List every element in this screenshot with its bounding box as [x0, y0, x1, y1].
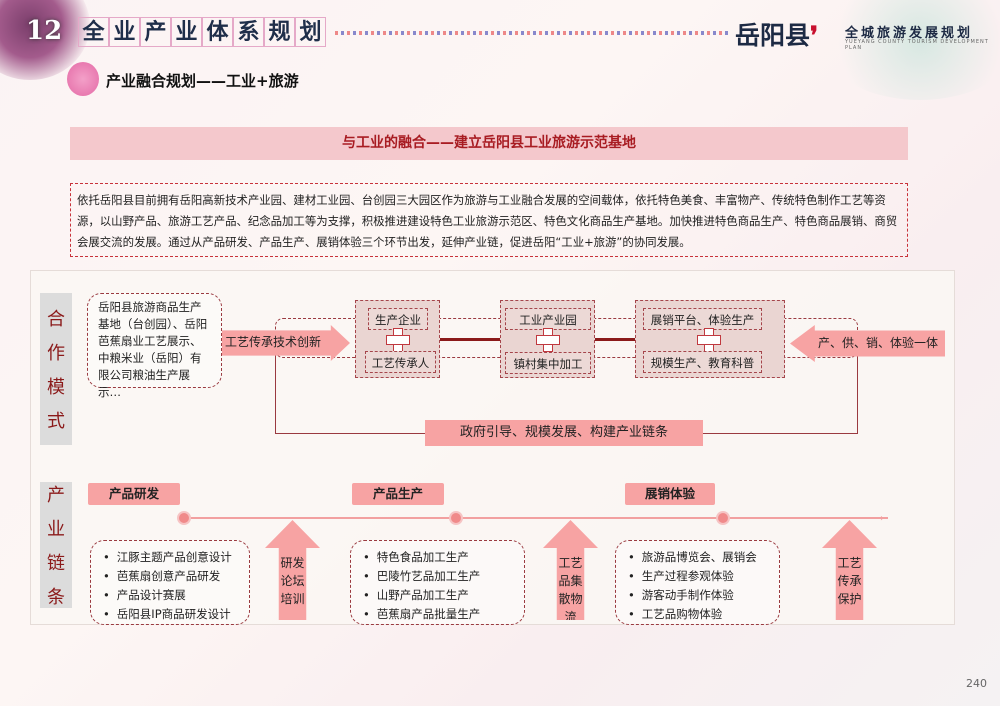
- stage-tag: 产品研发: [88, 483, 180, 505]
- timeline-dot: [449, 511, 463, 525]
- list-item: 特色食品加工生产: [363, 548, 512, 567]
- label-char: 链: [47, 553, 65, 574]
- block-top: 生产企业: [368, 308, 428, 330]
- label-char: 作: [47, 343, 65, 364]
- list-item: 旅游品博览会、展销会: [628, 548, 767, 567]
- logo-text: 岳阳县: [735, 21, 811, 50]
- block-top: 展销平台、体验生产: [643, 308, 762, 330]
- connector: [440, 338, 500, 341]
- plan-title-en: YUEYANG COUNTY TOURISM DEVELOPMENT PLAN: [845, 39, 989, 51]
- timeline-arrow-icon: ›: [880, 513, 884, 524]
- label-char: 业: [47, 519, 65, 540]
- loop-left-line: [275, 338, 276, 433]
- stage-tag: 产品生产: [352, 483, 444, 505]
- government-box: 政府引导、规模发展、构建产业链条: [425, 420, 703, 446]
- list-item: 巴陵竹艺品加工生产: [363, 567, 512, 586]
- title-char: 业: [171, 17, 202, 47]
- timeline: [185, 517, 888, 519]
- title-char: 规: [264, 17, 295, 47]
- list-item: 生产过程参观体验: [628, 567, 767, 586]
- section-title: 产业融合规划——工业+旅游: [106, 72, 299, 90]
- loop-bottom-right-line: [703, 433, 858, 434]
- chapter-title: 全业产业体系规划: [78, 17, 326, 47]
- loop-bottom-left-line: [275, 433, 425, 434]
- arrow-in: 工艺传承技术创新: [222, 325, 350, 361]
- block-top: 工业产业园: [505, 308, 591, 330]
- title-char: 产: [140, 17, 171, 47]
- label-char: 产: [47, 485, 65, 506]
- list-item: 游客动手制作体验: [628, 586, 767, 605]
- block-bottom: 工艺传承人: [365, 351, 436, 373]
- plus-icon: [386, 328, 410, 352]
- logo-mark: ❜: [810, 21, 819, 50]
- banner: 与工业的融合——建立岳阳县工业旅游示范基地: [70, 127, 908, 160]
- intro-paragraph: 依托岳阳县目前拥有岳阳高新技术产业园、建材工业园、台创园三大园区作为旅游与工业融…: [70, 183, 908, 257]
- plan-title: 全城旅游发展规划: [845, 26, 974, 41]
- list-item: 芭蕉扇产品批量生产: [363, 605, 512, 624]
- title-char: 系: [233, 17, 264, 47]
- timeline-dot: [716, 511, 730, 525]
- list-item: 工艺品购物体验: [628, 605, 767, 624]
- list-item: 产品设计赛展: [103, 586, 237, 605]
- watercolor-decoration: [820, 0, 1000, 100]
- plus-icon: [536, 328, 560, 352]
- stage-list: 特色食品加工生产巴陵竹艺品加工生产山野产品加工生产芭蕉扇产品批量生产: [350, 540, 525, 625]
- cooperation-label: 合作模式: [40, 293, 72, 445]
- dotted-divider: [335, 31, 730, 35]
- chapter-number: 12: [26, 16, 63, 46]
- stage-list: 江豚主题产品创意设计芭蕉扇创意产品研发产品设计赛展岳阳县IP商品研发设计: [90, 540, 250, 625]
- logo: 岳阳县❜: [735, 16, 818, 52]
- loop-right-line: [857, 338, 858, 433]
- base-box: 岳阳县旅游商品生产基地（台创园）、岳阳芭蕉扇业工艺展示、中粮米业（岳阳）有限公司…: [87, 293, 222, 399]
- stage-list: 旅游品博览会、展销会生产过程参观体验游客动手制作体验工艺品购物体验: [615, 540, 780, 625]
- label-char: 条: [47, 587, 65, 608]
- title-char: 全: [78, 17, 109, 47]
- block-bottom: 规模生产、教育科普: [643, 351, 762, 373]
- label-char: 模: [47, 377, 65, 398]
- section-bullet-icon: [67, 62, 99, 96]
- label-char: 式: [47, 411, 65, 432]
- block-bottom: 镇村集中加工: [505, 352, 591, 374]
- stage-tag: 展销体验: [625, 483, 715, 505]
- label-char: 合: [47, 309, 65, 330]
- timeline-dot: [177, 511, 191, 525]
- page-number: 240: [966, 677, 987, 690]
- list-item: 江豚主题产品创意设计: [103, 548, 237, 567]
- list-item: 芭蕉扇创意产品研发: [103, 567, 237, 586]
- connector: [595, 338, 635, 341]
- list-item: 山野产品加工生产: [363, 586, 512, 605]
- plus-icon: [697, 328, 721, 352]
- title-char: 划: [295, 17, 326, 47]
- list-item: 岳阳县IP商品研发设计: [103, 605, 237, 624]
- title-char: 体: [202, 17, 233, 47]
- arrow-left: 产、供、销、体验一体: [790, 325, 945, 362]
- title-char: 业: [109, 17, 140, 47]
- chain-label: 产业链条: [40, 482, 72, 608]
